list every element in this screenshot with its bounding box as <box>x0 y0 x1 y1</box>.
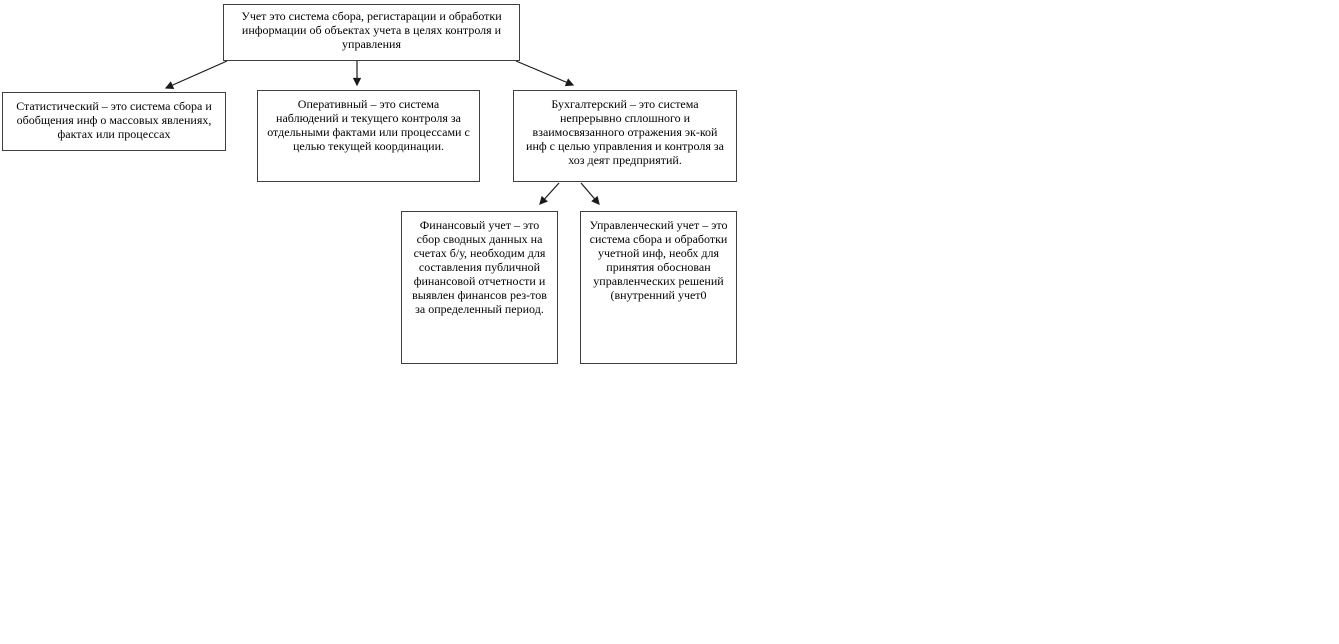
operational-accounting-box: Оперативный – это система наблюдений и т… <box>257 90 480 182</box>
financial-accounting-box: Финансовый учет – это сбор сводных данны… <box>401 211 558 364</box>
bookkeeping-accounting-text: Бухгалтерский – это система непрерывно с… <box>526 97 724 167</box>
managerial-accounting-box: Управленческий учет – это система сбора … <box>580 211 737 364</box>
statistical-accounting-text: Статистический – это система сбора и обо… <box>16 99 212 141</box>
bookkeeping-accounting-box: Бухгалтерский – это система непрерывно с… <box>513 90 737 182</box>
managerial-accounting-text: Управленческий учет – это система сбора … <box>589 218 728 302</box>
statistical-accounting-box: Статистический – это система сбора и обо… <box>2 92 226 151</box>
arrow-root-to-statistical <box>164 60 228 89</box>
arrow-accounting-to-managerial <box>580 182 600 205</box>
arrow-accounting-to-financial <box>539 182 560 205</box>
root-definition-text: Учет это система сбора, регистарации и о… <box>241 9 502 51</box>
arrow-root-to-accounting <box>515 60 575 87</box>
financial-accounting-text: Финансовый учет – это сбор сводных данны… <box>412 218 547 316</box>
operational-accounting-text: Оперативный – это система наблюдений и т… <box>267 97 470 153</box>
root-definition-box: Учет это система сбора, регистарации и о… <box>223 4 520 61</box>
